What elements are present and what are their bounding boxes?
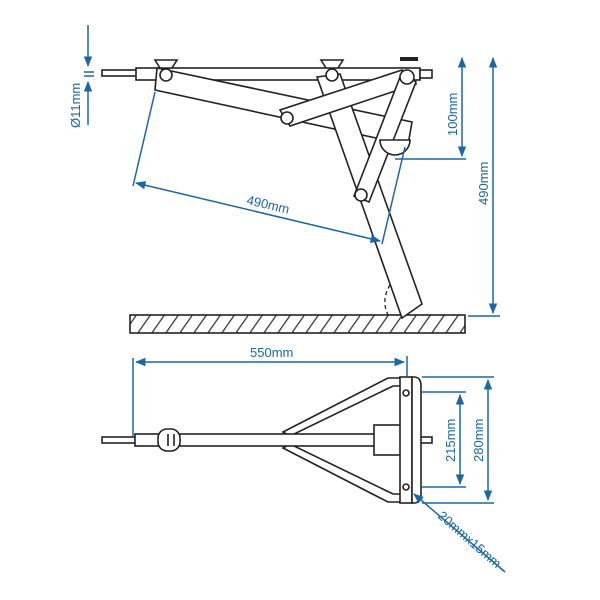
ground xyxy=(129,314,466,334)
pivot-3 xyxy=(399,69,415,85)
pivot-4 xyxy=(280,111,294,125)
section-label: 20mmx15mm xyxy=(435,508,504,571)
threaded-rod xyxy=(101,436,137,444)
bracket-2 xyxy=(319,59,345,69)
offset-height-label: 100mm xyxy=(445,93,460,136)
top-view: 550mm 215mm 280mm 20mmx15mm xyxy=(101,345,506,573)
bracket-1 xyxy=(153,59,179,69)
foot-plate xyxy=(411,376,422,504)
side-view: Ø11mm 490mm 100mm 490mm xyxy=(68,25,500,334)
tube-end-stub xyxy=(419,69,433,79)
pivot-2 xyxy=(325,68,339,82)
inner-width-label: 215mm xyxy=(443,419,458,462)
pivot-1 xyxy=(159,68,173,82)
length-label: 550mm xyxy=(250,345,293,360)
rod-diameter-label: Ø11mm xyxy=(68,83,83,128)
threaded-rod xyxy=(101,69,138,77)
sleeve xyxy=(157,428,181,452)
foot-pivot xyxy=(379,139,411,156)
leg-length-label: 490mm xyxy=(245,192,291,216)
pivot-5 xyxy=(354,188,368,202)
total-height-label: 490mm xyxy=(476,162,491,205)
end-cap xyxy=(400,57,418,61)
angle-arc xyxy=(384,284,391,316)
outer-width-label: 280mm xyxy=(471,419,486,462)
